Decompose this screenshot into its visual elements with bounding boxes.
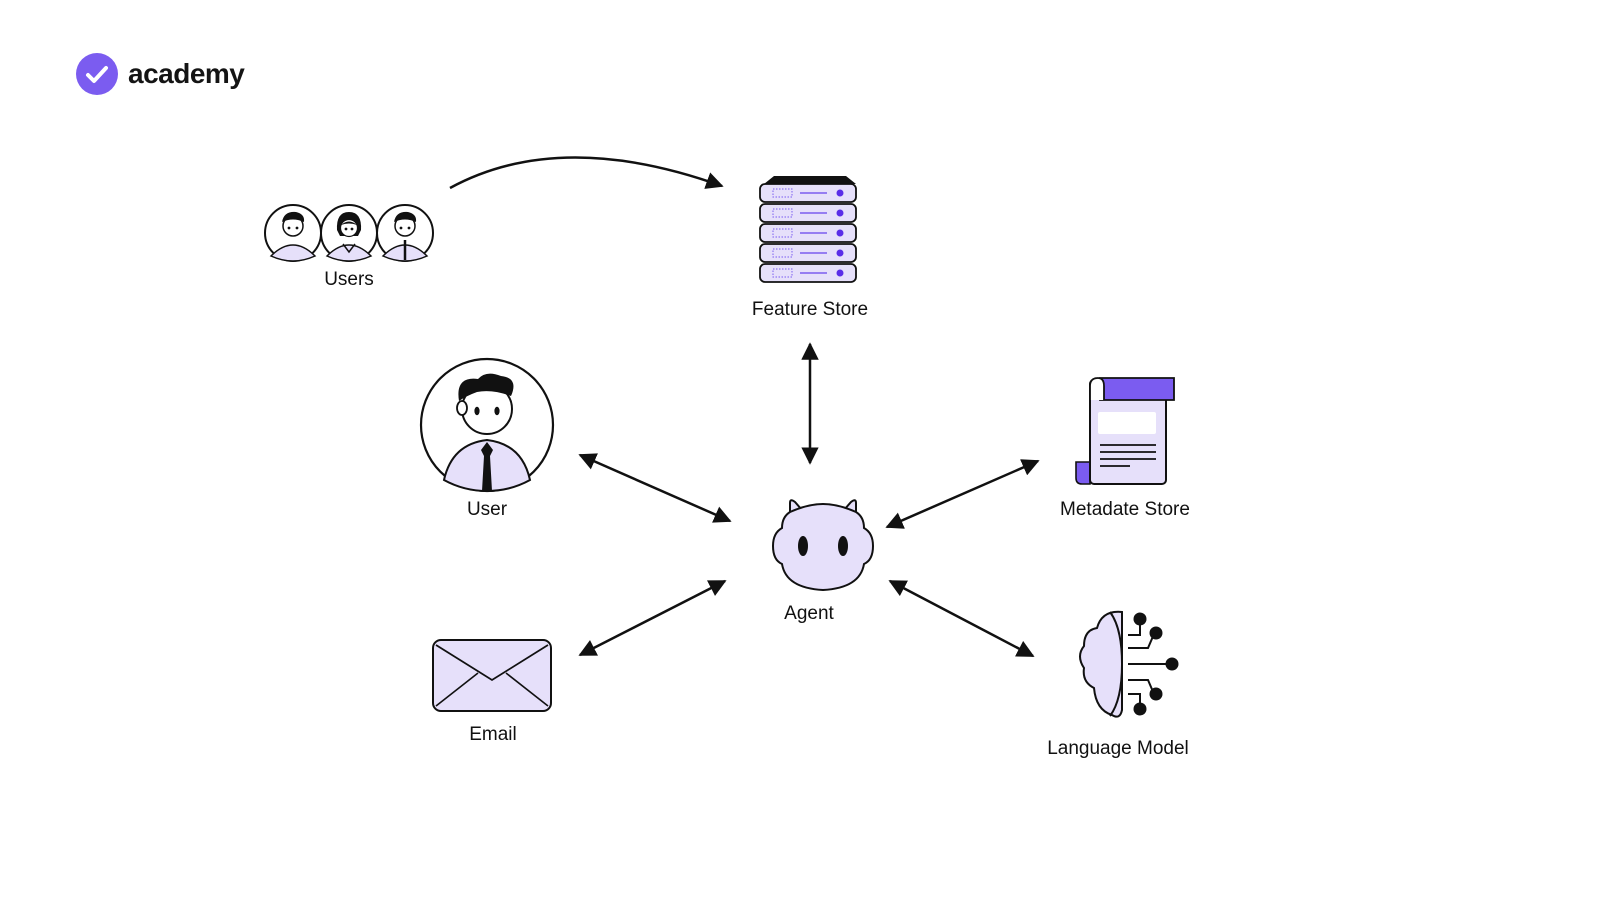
document-scroll-icon [1075,377,1175,485]
brand-logo: academy [76,53,245,95]
brand-name: academy [128,58,245,89]
brain-network-icon [1079,610,1179,718]
feature-store-label: Feature Store [752,299,868,320]
envelope-icon [432,639,552,712]
person-with-tie-icon [419,357,555,493]
server-rack-icon [759,176,857,283]
language-model-label: Language Model [1047,738,1189,759]
people-group-icon [264,204,434,262]
agent-metadata-store-arrow [885,459,1040,529]
check-badge-icon [76,53,118,95]
robot-face-icon [771,499,875,592]
agent-language-model-arrow [888,579,1035,658]
email-label: Email [469,724,517,745]
metadata-store-label: Metadate Store [1060,499,1190,520]
agent-label: Agent [784,603,834,624]
users-label: Users [324,269,374,290]
agent-email-arrow [578,579,727,657]
user-label: User [467,499,508,520]
users-to-feature-store-arrow [449,156,724,190]
user-agent-arrow [578,453,732,523]
